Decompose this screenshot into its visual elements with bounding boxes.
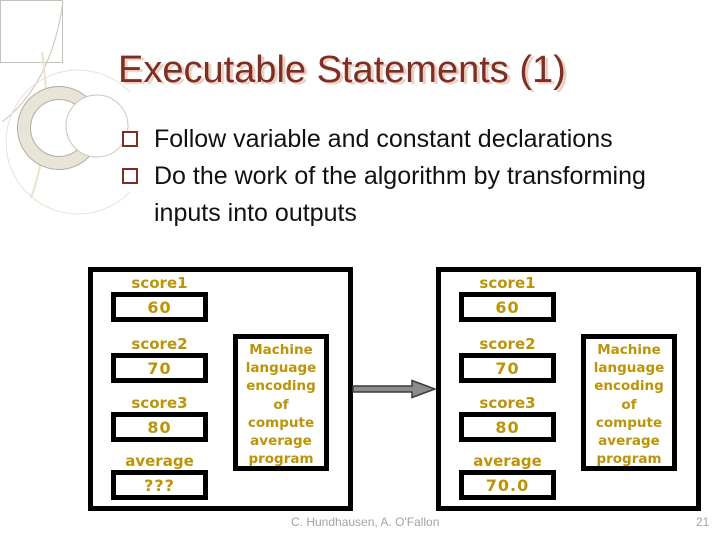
corner-circles-decoration [0, 0, 130, 215]
variable-value-box: 70 [111, 353, 208, 383]
square-bullet-icon [122, 168, 138, 184]
variable-value: 60 [147, 297, 172, 317]
variable-score1: score1 60 [455, 275, 560, 322]
variable-value: 60 [495, 297, 520, 317]
variable-score3: score3 80 [455, 395, 560, 442]
variable-value-box: 70.0 [459, 470, 556, 500]
bullet-text: Follow variable and constant declaration… [154, 125, 613, 153]
bullet-item: Follow variable and constant declaration… [121, 121, 681, 158]
page-number: 21 [696, 515, 710, 529]
variable-name: score2 [479, 335, 536, 353]
right-arrow-icon [352, 379, 438, 399]
variable-average: average 70.0 [455, 453, 560, 500]
variable-value: 80 [147, 417, 172, 437]
variable-score3: score3 80 [107, 395, 212, 442]
square-bullet-icon [122, 131, 138, 147]
variable-name: average [125, 452, 194, 470]
variable-name: score3 [479, 394, 536, 412]
variable-score2: score2 70 [107, 336, 212, 383]
memory-diagram-after: score1 60 score2 70 score3 80 average 70… [436, 267, 701, 511]
variable-name: score1 [479, 274, 536, 292]
bullet-text: Do the work of the algorithm by transfor… [154, 162, 646, 227]
variable-value: 70 [495, 358, 520, 378]
memory-diagram-before: score1 60 score2 70 score3 80 average ??… [88, 267, 353, 511]
variable-value-box: 80 [111, 412, 208, 442]
bullet-list: Follow variable and constant declaration… [121, 121, 681, 232]
slide-title: Executable Statements (1) [118, 49, 566, 91]
variable-name: score1 [131, 274, 188, 292]
variable-value: 80 [495, 417, 520, 437]
variable-score1: score1 60 [107, 275, 212, 322]
bullet-item: Do the work of the algorithm by transfor… [121, 158, 681, 232]
variable-value: ??? [144, 475, 175, 495]
variable-value: 70 [147, 358, 172, 378]
footer-credits: C. Hundhausen, A. O'Fallon [291, 515, 440, 529]
variable-value: 70.0 [485, 475, 530, 495]
variable-name: score3 [131, 394, 188, 412]
variable-value-box: 80 [459, 412, 556, 442]
variable-value-box: 70 [459, 353, 556, 383]
variable-value-box: ??? [111, 470, 208, 500]
variable-score2: score2 70 [455, 336, 560, 383]
variable-average: average ??? [107, 453, 212, 500]
variable-name: average [473, 452, 542, 470]
variable-value-box: 60 [111, 292, 208, 322]
variable-name: score2 [131, 335, 188, 353]
variable-value-box: 60 [459, 292, 556, 322]
